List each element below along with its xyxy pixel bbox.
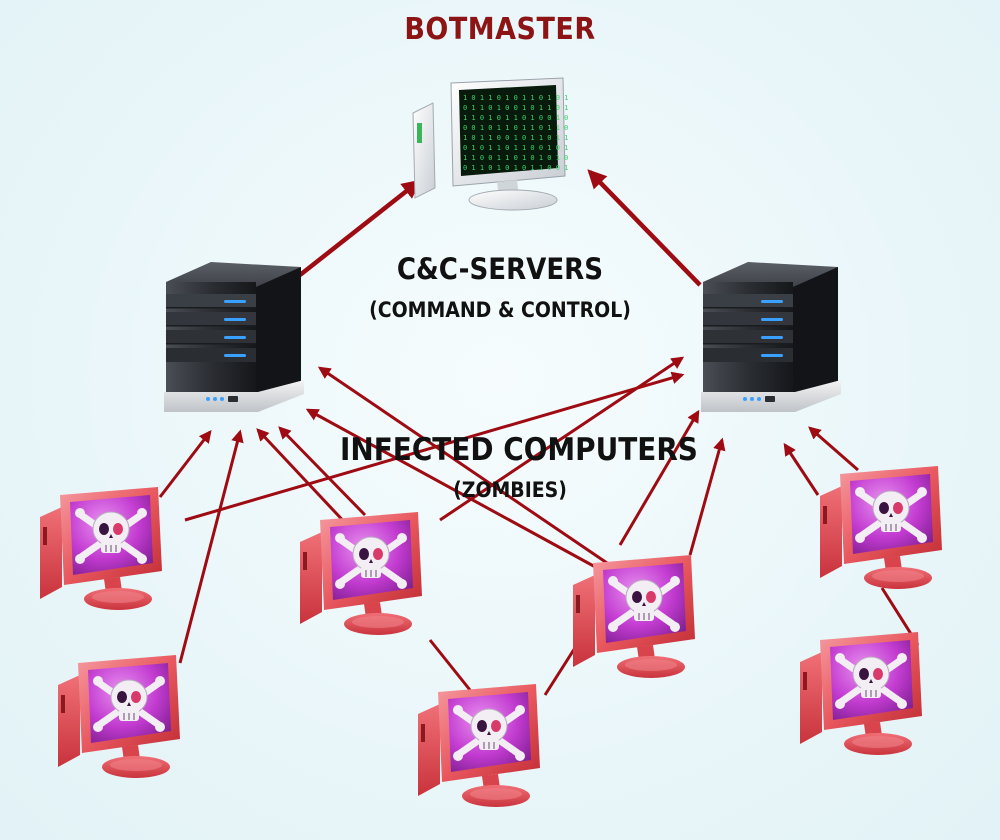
skull-crossbones-monitor-icon	[418, 684, 540, 807]
arrow-zombie-5-to-server-right	[688, 437, 726, 556]
svg-text:1 1 0 0 1 1 0 1 0 1 0 1 0: 1 1 0 0 1 1 0 1 0 1 0 1 0	[463, 154, 568, 162]
skull-crossbones-monitor-icon	[820, 466, 942, 589]
skull-crossbones-monitor-icon	[40, 487, 162, 610]
arrow-zombie-3-to-server-left-a	[256, 428, 352, 530]
server-tower-icon	[164, 262, 304, 412]
infected-computers-title: INFECTED COMPUTERS	[340, 432, 698, 468]
skull-crossbones-monitor-icon	[800, 632, 922, 755]
arrow-server-right-to-botmaster	[587, 169, 702, 287]
skull-crossbones-monitor-icon	[573, 555, 695, 678]
svg-text:0 1 1 0 1 0 0 1 0 1 1 0 1: 0 1 1 0 1 0 0 1 0 1 1 0 1	[463, 104, 568, 112]
svg-text:0 0 1 0 1 1 0 1 1 0 1 1 0: 0 0 1 0 1 1 0 1 1 0 1 1 0	[463, 124, 568, 132]
arrow-zombie-5-to-server-left	[317, 366, 611, 567]
server-tower-icon	[701, 262, 841, 412]
svg-text:1 1 0 1 0 1 1 0 1 0 0 1 0: 1 1 0 1 0 1 1 0 1 0 0 1 0	[463, 114, 568, 122]
arrow-zombie-4-to-server-right	[618, 409, 700, 546]
arrow-zombie-1-to-server-right	[184, 371, 685, 522]
skull-crossbones-monitor-icon	[58, 655, 180, 778]
cc-servers-title: C&C-SERVERS	[396, 252, 604, 286]
arrow-zombie-6-to-server-right-b	[808, 426, 859, 472]
arrow-server-left-to-botmaster	[298, 179, 421, 277]
arrow-zombie-1-to-server-left	[158, 430, 212, 498]
svg-text:1 0 1 1 0 0 1 0 1 1 0 1 1: 1 0 1 1 0 0 1 0 1 1 0 1 1	[463, 134, 568, 142]
arrow-zombie-4-to-server-left	[305, 408, 611, 577]
infected-computers-subtitle: (ZOMBIES)	[453, 478, 567, 502]
arrow-zombie-6-to-server-right-a	[783, 442, 820, 496]
cc-servers-subtitle: (COMMAND & CONTROL)	[369, 298, 631, 322]
arrow-zombie-3-to-server-left-b	[278, 426, 367, 517]
svg-text:1 0 1 1 0 1 0 1 1 0 1 0 1: 1 0 1 1 0 1 0 1 1 0 1 0 1	[463, 94, 568, 102]
botmaster-monitor-icon: 1 0 1 1 0 1 0 1 1 0 1 0 1 0 1 1 0 1 0 0 …	[412, 77, 568, 211]
svg-text:0 1 0 1 1 0 1 1 0 0 1 0 1: 0 1 0 1 1 0 1 1 0 0 1 0 1	[463, 144, 568, 152]
skull-crossbones-monitor-icon	[300, 512, 422, 635]
link-zombie-3-to-zombie-5	[428, 639, 472, 691]
arrow-zombie-3-to-server-right	[439, 356, 685, 522]
arrow-zombie-2-to-server-left	[178, 429, 244, 664]
botmaster-title: BOTMASTER	[404, 12, 596, 47]
svg-text:0 1 1 0 1 0 1 0 1 1 0 0 1: 0 1 1 0 1 0 1 0 1 1 0 0 1	[463, 164, 568, 172]
